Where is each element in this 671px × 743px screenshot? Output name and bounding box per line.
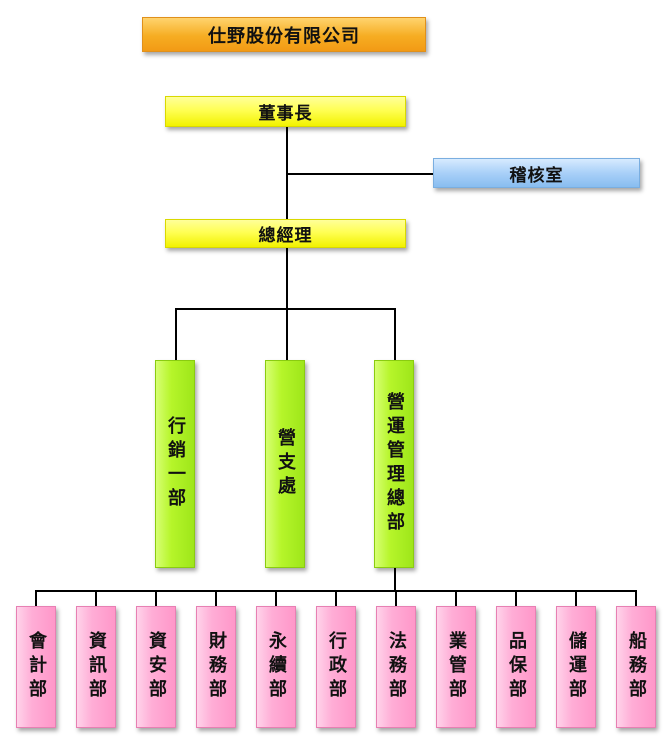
subdept-label: 法務部	[386, 631, 407, 703]
dept-support: 營支處	[265, 360, 305, 568]
dept-label: 營支處	[275, 428, 296, 500]
line-sub-6	[335, 590, 337, 606]
line-sub-10	[575, 590, 577, 606]
subdept-quality-assurance: 品保部	[496, 606, 536, 728]
subdept-label: 資安部	[146, 631, 167, 703]
line-sub-9	[515, 590, 517, 606]
dept-operations-hq: 營運管理總部	[374, 360, 414, 568]
subdept-finance: 財務部	[196, 606, 236, 728]
subdept-label: 會計部	[26, 631, 47, 703]
subdept-administration: 行政部	[316, 606, 356, 728]
line-sub-5	[275, 590, 277, 606]
line-sub-1	[35, 590, 37, 606]
line-dept-3	[394, 308, 396, 360]
subdept-shipping: 船務部	[616, 606, 656, 728]
line-gm-down	[286, 247, 288, 310]
chairman-box: 董事長	[165, 96, 406, 127]
subdept-label: 品保部	[506, 631, 527, 703]
subdept-business-management: 業管部	[436, 606, 476, 728]
subdept-label: 行政部	[326, 631, 347, 703]
subdept-it: 資訊部	[76, 606, 116, 728]
line-sub-7	[395, 590, 397, 606]
subdept-label: 資訊部	[86, 631, 107, 703]
dept-marketing-1: 行銷一部	[155, 360, 195, 568]
dept-label: 營運管理總部	[384, 392, 405, 536]
line-sub-3	[155, 590, 157, 606]
subdept-label: 業管部	[446, 631, 467, 703]
line-dept-2	[286, 308, 288, 360]
subdept-label: 永續部	[266, 631, 287, 703]
line-sub-2	[95, 590, 97, 606]
line-sub-8	[455, 590, 457, 606]
company-title: 仕野股份有限公司	[142, 17, 426, 52]
line-ops-down	[394, 568, 396, 591]
subdept-label: 儲運部	[566, 631, 587, 703]
subdept-label: 財務部	[206, 631, 227, 703]
subdept-infosec: 資安部	[136, 606, 176, 728]
subdept-sustainability: 永續部	[256, 606, 296, 728]
dept-label: 行銷一部	[165, 416, 186, 512]
line-sub-11	[635, 590, 637, 606]
line-to-audit	[286, 173, 434, 175]
subdept-accounting: 會計部	[16, 606, 56, 728]
line-dept-1	[175, 308, 177, 360]
subdept-logistics: 儲運部	[556, 606, 596, 728]
general-manager-box: 總經理	[165, 219, 406, 248]
line-dept-horizontal	[175, 308, 396, 310]
audit-office-box: 稽核室	[433, 158, 640, 188]
line-sub-4	[215, 590, 217, 606]
subdept-label: 船務部	[626, 631, 647, 703]
subdept-legal: 法務部	[376, 606, 416, 728]
